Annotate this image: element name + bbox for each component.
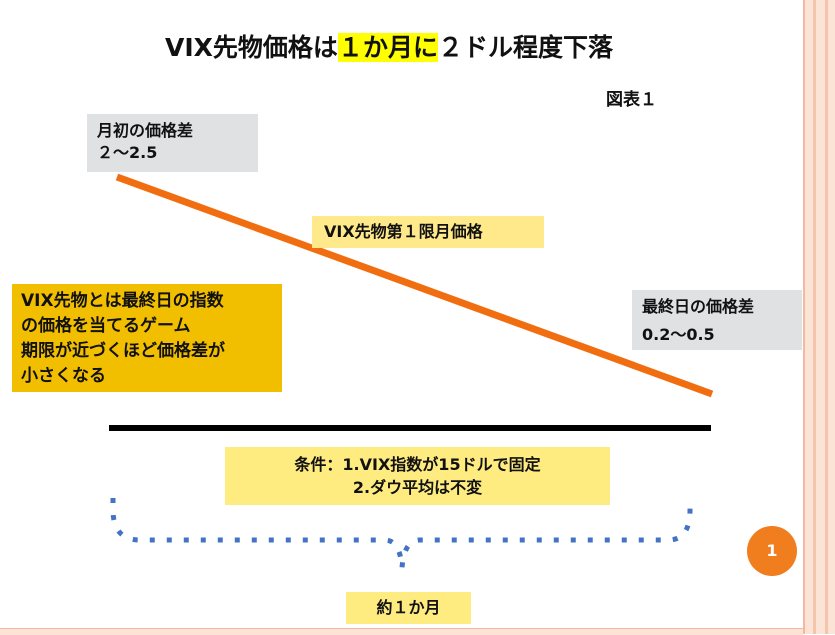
explanation-note: VIX先物とは最終日の指数 の価格を当てるゲーム 期限が近づくほど価格差が 小さ… [12,284,282,392]
slide-title: VIX先物価格は１か月に２ドル程度下落 [165,28,685,64]
period-label: 約１か月 [346,592,471,624]
price-trend-line [115,173,714,398]
start-price-gap-label: 月初の価格差 ２〜2.5 [87,114,258,172]
conditions-line1: 条件：1.VIX指数が15ドルで固定 [294,455,541,474]
note-line3: 期限が近づくほど価格差が [21,341,225,361]
end-label-line1: 最終日の価格差 [642,297,755,316]
note-line2: の価格を当てるゲーム [21,316,191,336]
slide-border-bottom [0,628,803,635]
conditions-line2: 2.ダウ平均は不変 [352,478,483,497]
note-line1: VIX先物とは最終日の指数 [21,291,224,311]
series-label: VIX先物第１限月価格 [312,216,544,248]
start-label-line1: 月初の価格差 [97,121,194,140]
title-highlight: １か月に [337,33,438,62]
conditions-note: 条件：1.VIX指数が15ドルで固定 2.ダウ平均は不変 [225,447,610,505]
end-price-gap-label: 最終日の価格差 0.2〜0.5 [632,290,802,350]
start-label-line2: ２〜2.5 [97,143,158,162]
end-label-line2: 0.2〜0.5 [642,325,715,344]
slide-border-right [803,0,835,634]
page-number-badge: 1 [747,526,797,576]
figure-label: 図表１ [606,90,657,110]
note-line4: 小さくなる [21,366,106,386]
title-part2: ２ドル程度下落 [437,33,613,62]
title-part1: VIX先物価格は [165,33,338,62]
period-bracket [110,498,693,569]
